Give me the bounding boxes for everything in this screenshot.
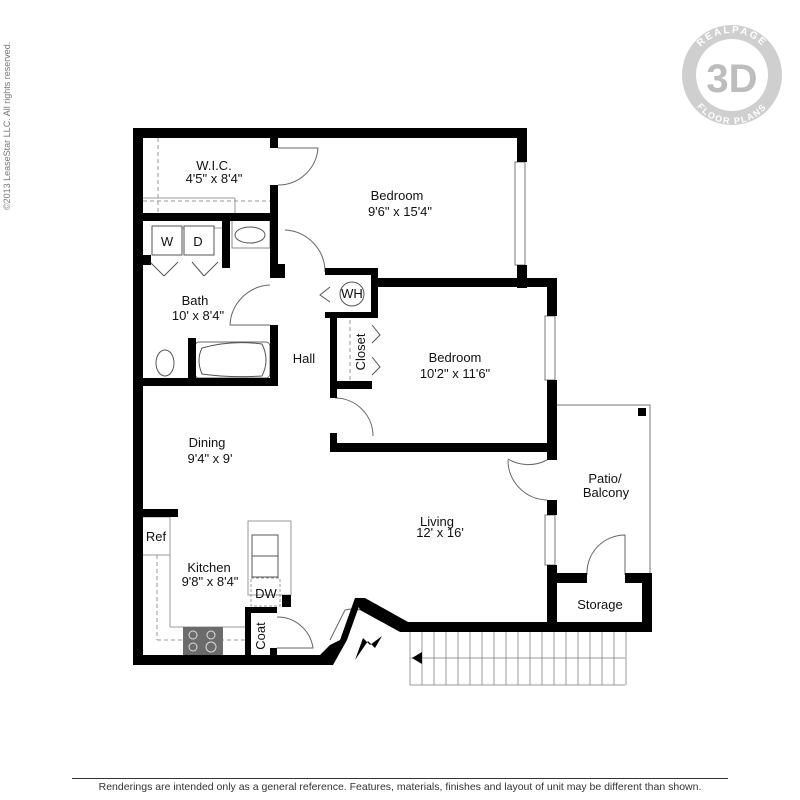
- realpage-3d-logo: 3D REALPAGE FLOOR PLANS: [682, 25, 782, 126]
- water-heater-label: WH: [341, 286, 363, 301]
- wic-label: W.I.C.: [196, 158, 231, 173]
- wic-size: 4'5" x 8'4": [186, 171, 243, 186]
- storage-label: Storage: [577, 597, 623, 612]
- bath-label: Bath: [182, 293, 209, 308]
- stove-icon: [183, 627, 223, 655]
- coat-closet-label: Coat: [253, 622, 268, 650]
- bedroom1-label: Bedroom: [371, 188, 424, 203]
- patio-label-line2: Balcony: [583, 485, 630, 500]
- stairs-direction-icon: [412, 652, 422, 664]
- bedroom1-size: 9'6" x 15'4": [368, 204, 432, 219]
- ref-label: Ref: [146, 529, 167, 544]
- walls: [133, 128, 652, 665]
- washer-label: W: [161, 234, 174, 249]
- burners: [188, 630, 217, 653]
- dryer-label: D: [193, 234, 202, 249]
- stairs: [409, 632, 627, 685]
- living-label: Living: [420, 514, 454, 529]
- kitchen-size: 9'8" x 8'4": [182, 574, 239, 589]
- kitchen-label: Kitchen: [187, 560, 230, 575]
- living-size: 12' x 16': [416, 525, 464, 540]
- dining-label: Dining: [189, 435, 226, 450]
- dining-size: 9'4" x 9': [188, 451, 233, 466]
- closet-label: Closet: [353, 333, 368, 370]
- entry-arrow-icon: [355, 636, 382, 660]
- bath-size: 10' x 8'4": [172, 308, 225, 323]
- patio-label-line1: Patio/: [588, 471, 622, 486]
- bedroom2-size: 10'2" x 11'6": [420, 366, 491, 381]
- dishwasher-label: DW: [255, 586, 277, 601]
- hall-label: Hall: [293, 351, 316, 366]
- bedroom2-label: Bedroom: [429, 350, 482, 365]
- svg-text:3D: 3D: [706, 57, 757, 101]
- disclaimer-text: Renderings are intended only as a genera…: [72, 778, 728, 793]
